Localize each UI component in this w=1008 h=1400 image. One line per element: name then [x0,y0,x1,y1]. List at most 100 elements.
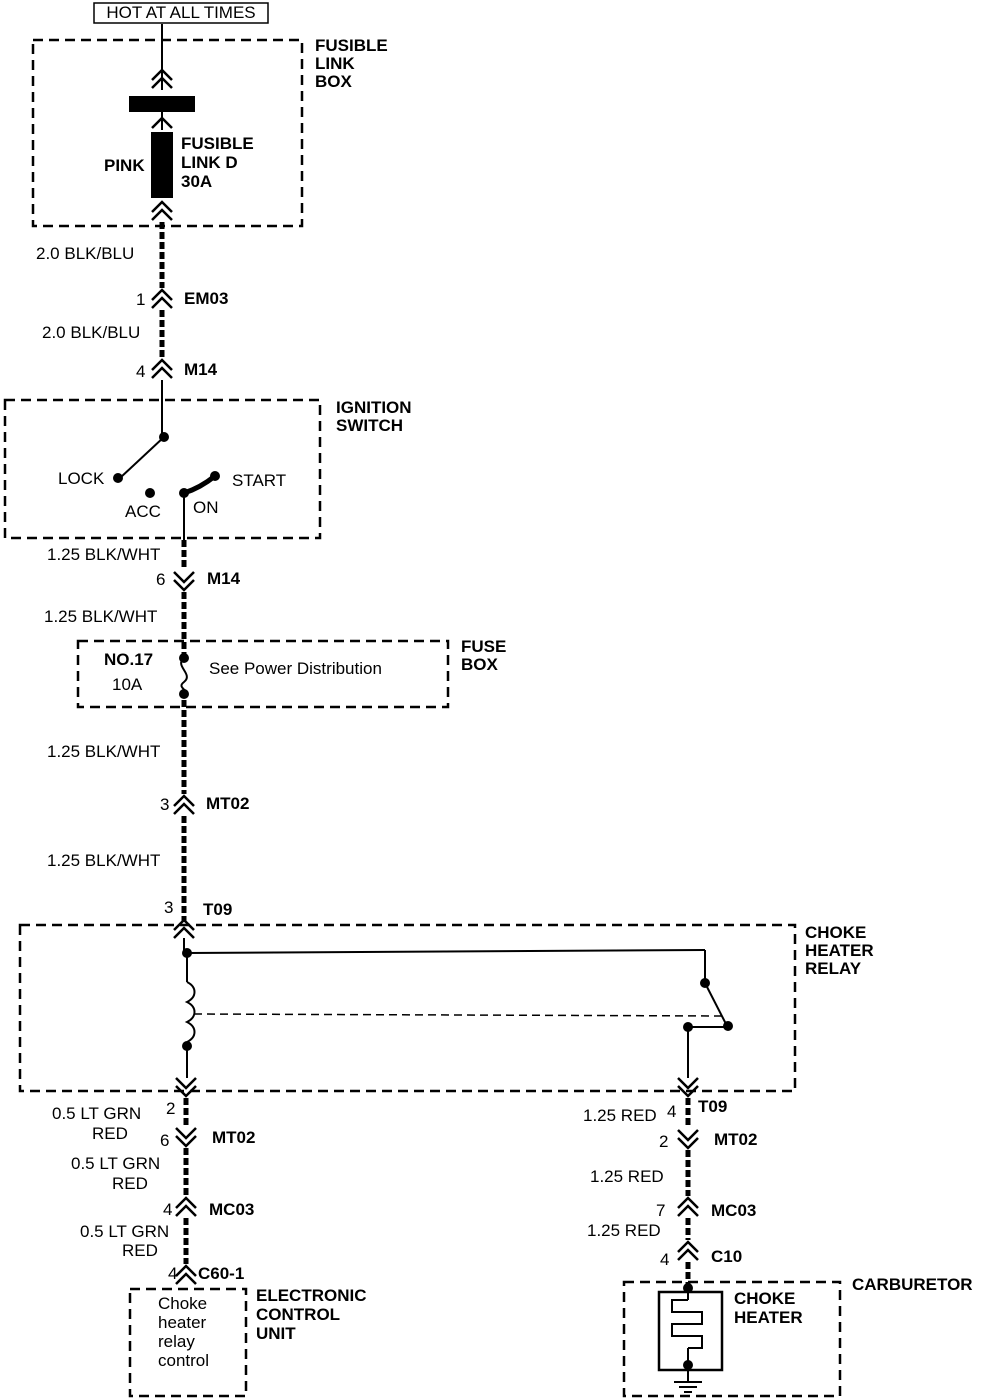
connector-mc03-b [677,1196,699,1217]
relay-left-pin-connector [175,1077,197,1098]
relay-left-pin: 2 [166,1099,175,1118]
fusible-link-box-title-2: LINK [315,54,355,73]
ecu-inner-2: heater [158,1313,207,1332]
t09-b-name: T09 [698,1097,727,1116]
fuse-label-2: LINK D [181,153,238,172]
connector-m14-b [173,571,195,592]
switch-pos-acc: ACC [125,502,161,521]
mc03-a-pin: 4 [163,1200,172,1219]
connector-c60-1 [175,1264,197,1285]
ecu-title-3: UNIT [256,1324,296,1343]
mt02-a-name: MT02 [206,794,249,813]
t09-b-pin: 4 [667,1102,676,1121]
wire-label-w5: 1.25 BLK/WHT [47,742,160,761]
choke-heater-icon [671,1299,703,1349]
wire-label-w1: 2.0 BLK/BLU [36,244,134,263]
fusible-link-d-icon [151,132,173,198]
fusible-link-bottom-connector [151,200,173,221]
fuse-no17-icon [180,657,188,695]
fuse-terminal-bottom [179,689,189,699]
fuse-box-title-2: BOX [461,655,499,674]
ignition-switch-title-1: IGNITION [336,398,412,417]
switch-lever [119,436,165,479]
t09-a-pin: 3 [164,898,173,917]
fuse-note: See Power Distribution [209,659,382,678]
fuse-label-3: 30A [181,172,212,191]
electronic-control-unit-box [128,1287,248,1398]
wire-label-left-a-1: 0.5 LT GRN [52,1104,141,1123]
wire-label-right-c: 1.25 RED [587,1221,661,1240]
relay-right-pin-connector [677,1077,699,1098]
wire-label-left-c-2: RED [122,1241,158,1260]
ecu-inner-4: control [158,1351,209,1370]
switch-pos-lock: LOCK [58,469,105,488]
hot-label-box [93,2,269,24]
switch-pos-start: START [232,471,286,490]
carburetor-inner-2: HEATER [734,1308,803,1327]
relay-title-2: HEATER [805,941,874,960]
c10-name: C10 [711,1247,742,1266]
switch-start-arc [183,474,217,496]
m14-a-name: M14 [184,360,218,379]
relay-title-1: CHOKE [805,923,866,942]
mt02-b-pin: 6 [160,1131,169,1150]
fusible-link-bus [129,96,195,112]
mt02-c-pin: 2 [659,1132,668,1151]
m14-a-pin: 4 [136,362,145,381]
switch-contact-acc [145,488,155,498]
mt02-c-name: MT02 [714,1130,757,1149]
fuse-label-1: FUSIBLE [181,134,254,153]
em03-pin: 1 [136,290,145,309]
fusible-link-box-title-1: FUSIBLE [315,36,388,55]
t09-a-name: T09 [203,900,232,919]
wire-label-w4: 1.25 BLK/WHT [44,607,157,626]
ignition-switch-title-2: SWITCH [336,416,403,435]
ecu-title-1: ELECTRONIC [256,1286,367,1305]
fuse-rating: 10A [112,675,143,694]
connector-em03 [151,288,173,309]
ecu-title-2: CONTROL [256,1305,340,1324]
wire-label-left-b-1: 0.5 LT GRN [71,1154,160,1173]
em03-name: EM03 [184,289,228,308]
wire-label-left-b-2: RED [112,1174,148,1193]
c60-pin: 4 [168,1264,177,1283]
relay-contact-arm [704,982,727,1025]
fusible-link-top-connector [151,68,173,89]
choke-heater-terminal-bottom [683,1360,693,1370]
wire-label-w3: 1.25 BLK/WHT [47,545,160,564]
relay-coil-icon [184,981,196,1043]
wire-label-w6: 1.25 BLK/WHT [47,851,160,870]
ecu-inner-1: Choke [158,1294,207,1313]
carburetor-box [622,1280,842,1398]
fusible-link-box [31,38,304,228]
choke-heater-relay-box [18,923,797,1093]
m14-b-name: M14 [207,569,241,588]
mt02-a-pin: 3 [160,795,169,814]
hot-label: HOT AT ALL TIMES [106,3,255,22]
switch-contact-lock [113,473,123,483]
relay-contact-feed [186,949,706,954]
fuse-box [76,639,450,709]
carburetor-inner-1: CHOKE [734,1289,795,1308]
c60-name: C60-1 [198,1264,244,1283]
mc03-b-name: MC03 [711,1201,756,1220]
connector-mc03-a [175,1196,197,1217]
choke-heater-element-frame [657,1290,724,1372]
carburetor-title: CARBURETOR [852,1275,973,1294]
connector-t09-a [173,918,195,939]
wire-label-left-c-1: 0.5 LT GRN [80,1222,169,1241]
wire-color-pink: PINK [104,156,145,175]
fuse-number: NO.17 [104,650,153,669]
ecu-inner-3: relay [158,1332,195,1351]
connector-mt02-c [677,1129,699,1150]
switch-contact-start [210,471,220,481]
wire-label-right-b: 1.25 RED [590,1167,664,1186]
mc03-a-name: MC03 [209,1200,254,1219]
fusible-link-box-title-3: BOX [315,72,353,91]
connector-mt02-b [175,1127,197,1148]
c10-pin: 4 [660,1250,669,1269]
ignition-switch-box [3,398,322,540]
switch-pos-on: ON [193,498,219,517]
mc03-b-pin: 7 [656,1201,665,1220]
